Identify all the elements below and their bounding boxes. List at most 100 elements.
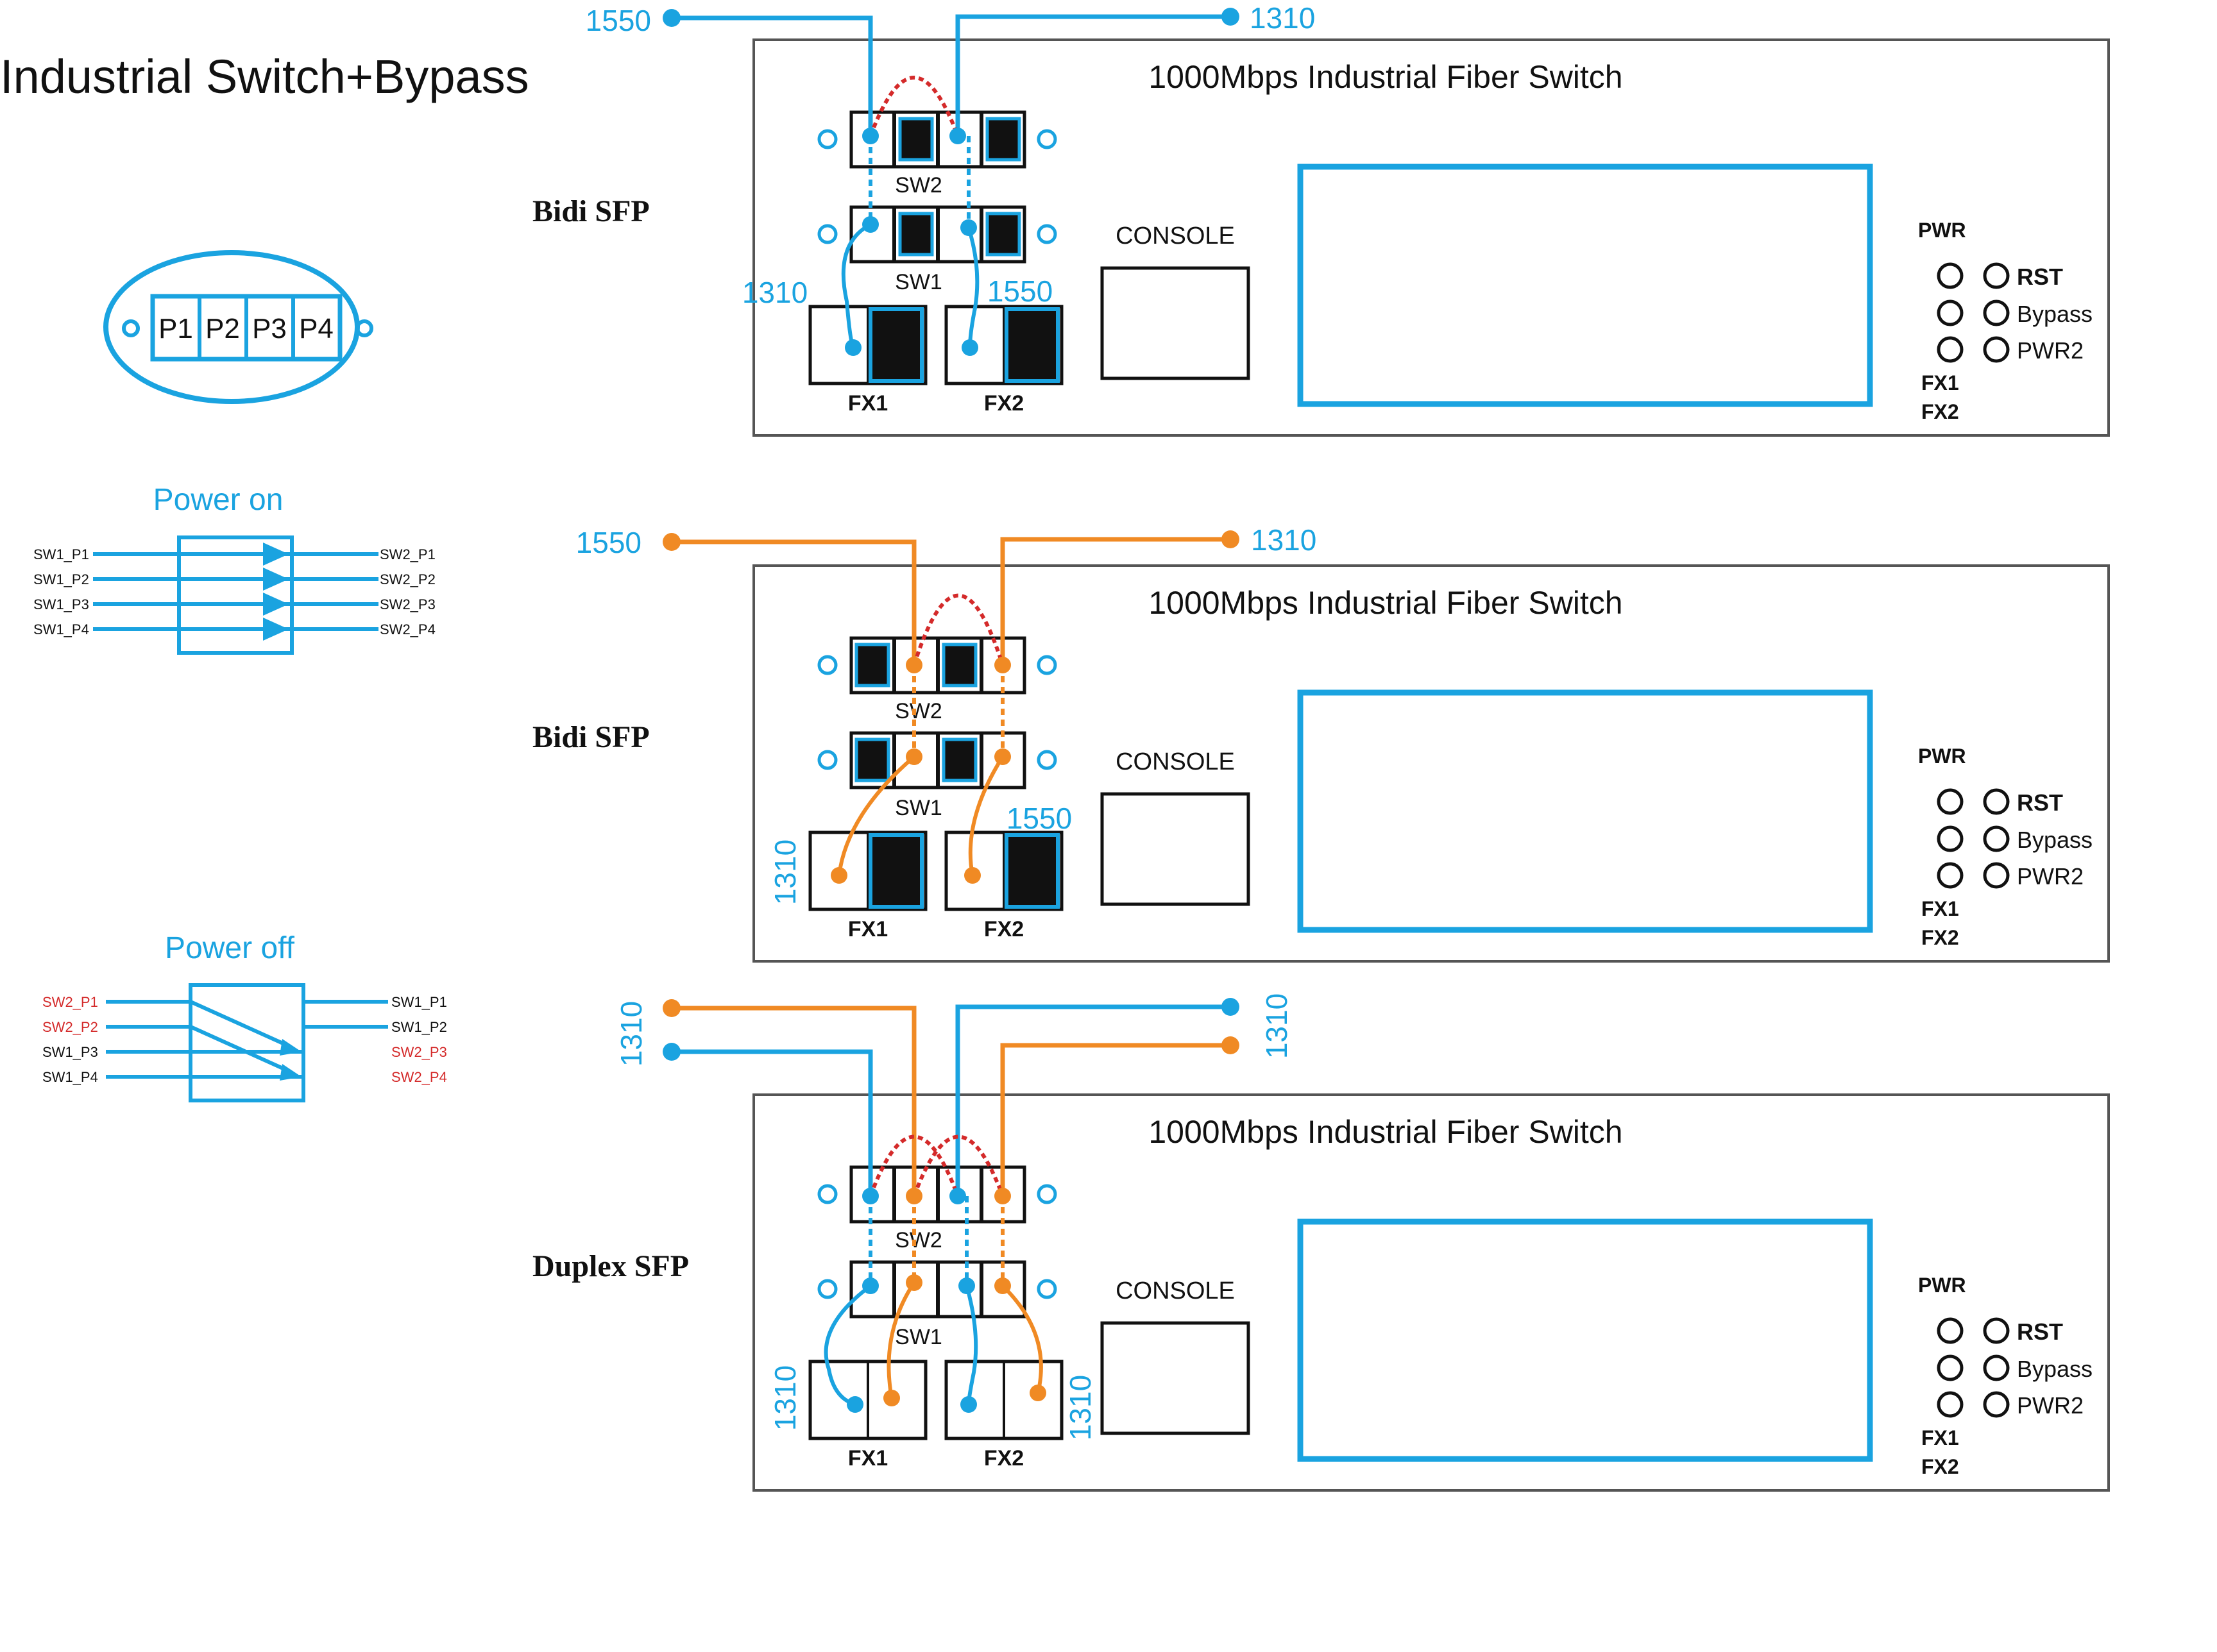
fiber-connector-icon [964, 867, 981, 884]
fiber-connector-icon [958, 1277, 975, 1294]
fiber-connector-icon [949, 1188, 966, 1204]
sfp-transceiver [1005, 307, 1060, 383]
port-module: P1 P2 P3 P4 [103, 250, 373, 404]
fx1-label: FX1 [848, 1446, 888, 1471]
screw-hole-icon [1037, 224, 1057, 244]
led-indicator-icon [1983, 262, 2010, 289]
led-indicator-icon [1937, 788, 1964, 815]
power-off-right-2: SW1_P2 [391, 1019, 447, 1035]
led-label-2: Bypass [2017, 827, 2093, 853]
screw-hole-icon [817, 750, 838, 770]
wavelength-label: 1310 [742, 276, 808, 309]
fiber-end-icon [1221, 998, 1239, 1016]
fiber-end-icon [1221, 1036, 1239, 1054]
fx2-led-label: FX2 [1921, 400, 1959, 423]
led-indicator-icon [1983, 1391, 2010, 1418]
led-label-2: Bypass [2017, 1356, 2093, 1382]
fx2-label: FX2 [984, 1446, 1024, 1471]
power-off-right-1: SW1_P1 [391, 994, 447, 1010]
wavelength-label: 1310 [1260, 993, 1293, 1059]
sw2-label: SW2 [895, 699, 942, 723]
sfp-transceiver [854, 738, 890, 782]
screw-hole-icon [817, 1184, 838, 1204]
power-off-right-3: SW2_P3 [391, 1044, 447, 1060]
bypass-loop [869, 76, 960, 137]
console-port [1100, 792, 1250, 906]
screw-hole-icon [1037, 129, 1057, 149]
screw-hole-icon [1037, 750, 1057, 770]
fiber-connector-icon [862, 1188, 879, 1204]
fiber-line [967, 227, 980, 348]
led-label-3: PWR2 [2017, 337, 2084, 364]
pwr-label: PWR [1918, 745, 1966, 768]
display-window [1297, 689, 1873, 933]
led-indicator-icon [1937, 1354, 1964, 1381]
fiber-end-icon [663, 9, 681, 27]
wavelength-label: 1550 [1007, 802, 1072, 835]
sfp-transceiver [942, 738, 978, 782]
arrow-right-icon [263, 568, 289, 591]
fiber-line [672, 1006, 917, 1196]
bypass-loop [869, 1134, 960, 1197]
fiber-connector-icon [960, 1396, 977, 1413]
fx1-led-label: FX1 [1921, 897, 1959, 920]
sfp-transceiver [869, 833, 924, 909]
screw-hole-icon [355, 319, 373, 337]
fiber-connector-icon [906, 1274, 922, 1291]
fiber-connector-icon [994, 657, 1011, 673]
power-off-title: Power off [165, 931, 295, 965]
power-on-left-4: SW1_P4 [33, 621, 89, 637]
led-label-3: PWR2 [2017, 1392, 2084, 1419]
power-on-right-1: SW2_P1 [380, 546, 436, 562]
led-indicator-icon [1937, 262, 1964, 289]
power-on-right-3: SW2_P3 [380, 596, 436, 612]
fiber-connector-icon [960, 219, 977, 236]
screw-hole-icon [817, 224, 838, 244]
led-indicator-icon [1983, 1354, 2010, 1381]
arrow-right-icon [263, 618, 289, 641]
led-indicator-icon [1983, 788, 2010, 815]
screw-hole-icon [1037, 1184, 1057, 1204]
sw1-label: SW1 [895, 796, 942, 820]
power-on-legend: Power on SW1_P1 SW1_P2 SW1_P3 SW1_P4 SW2… [33, 483, 436, 655]
led-indicator-icon [1983, 336, 2010, 363]
fx2-label: FX2 [984, 917, 1024, 941]
sfp-type-label: Bidi SFP [532, 720, 650, 754]
sfp-transceiver [898, 212, 934, 257]
led-indicator-icon [1937, 1391, 1964, 1418]
fiber-line [672, 1049, 873, 1196]
led-indicator-icon [1983, 299, 2010, 326]
sfp-transceiver [1005, 833, 1060, 909]
fx2-label: FX2 [984, 391, 1024, 416]
port-label-p3: P3 [252, 313, 287, 344]
fiber-line [955, 1004, 1230, 1196]
sfp-transceiver [854, 643, 890, 687]
sw1-label: SW1 [895, 270, 942, 294]
arrow-right-icon [263, 593, 289, 616]
fiber-line [672, 15, 873, 136]
fiber-connector-icon [845, 339, 862, 356]
console-port [1100, 266, 1250, 380]
switch-chassis [752, 1093, 2110, 1492]
wavelength-label: 1550 [586, 4, 651, 37]
fx2-led-label: FX2 [1921, 926, 1959, 949]
fiber-connector-icon [847, 1396, 863, 1413]
power-on-title: Power on [153, 483, 284, 517]
wavelength-label: 1550 [576, 526, 641, 559]
fiber-connector-icon [862, 128, 879, 144]
fiber-line [672, 539, 917, 665]
fiber-line [965, 1285, 978, 1405]
bypass-loop [912, 1134, 1005, 1197]
fiber-end-icon [663, 533, 681, 551]
fiber-connector-icon [831, 867, 847, 884]
fx1-led-label: FX1 [1921, 371, 1959, 394]
sw2-label: SW2 [895, 1228, 942, 1252]
arrow-icon [280, 1064, 302, 1081]
sw1-port-cell [981, 206, 1026, 263]
fiber-line [837, 755, 915, 876]
led-indicator-icon [1983, 825, 2010, 852]
port-label-p1: P1 [158, 313, 193, 344]
led-label-1: RST [2017, 789, 2063, 816]
